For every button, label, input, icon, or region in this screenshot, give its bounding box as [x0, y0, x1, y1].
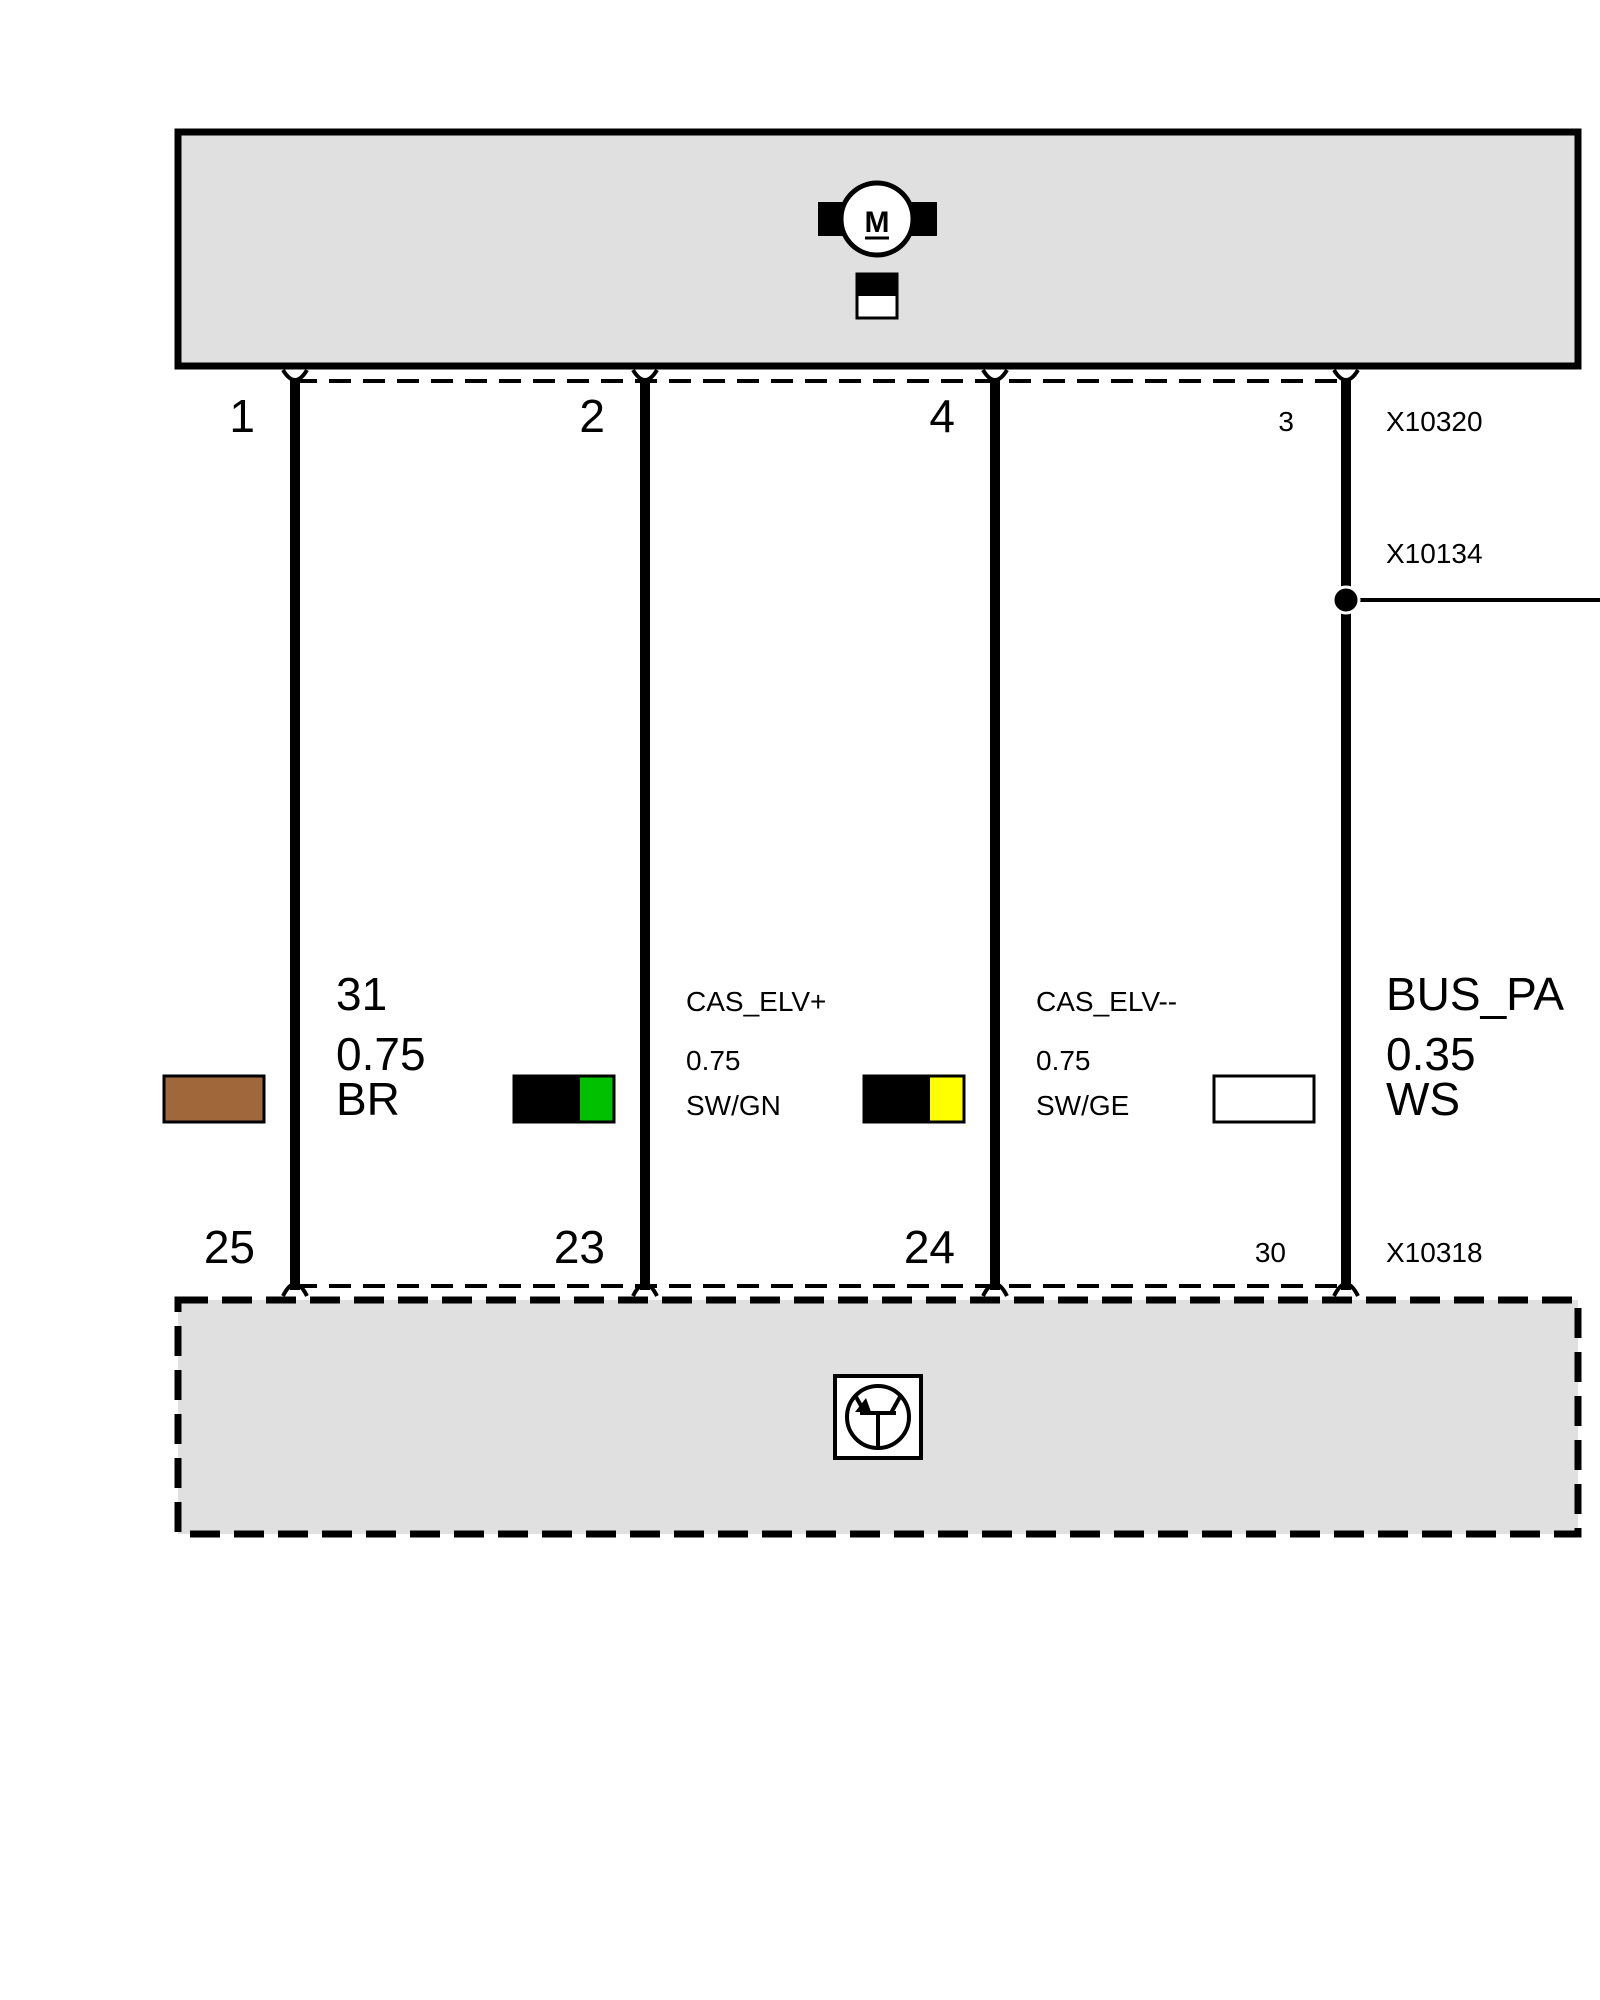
- splice-x10134: [1331, 585, 1600, 615]
- wire-4: [1332, 368, 1360, 1297]
- pin-top-1: 1: [229, 390, 255, 442]
- wire-1-color-swatch: [162, 1074, 266, 1124]
- pin-top-4: 4: [929, 390, 955, 442]
- motor-icon: M: [818, 180, 937, 258]
- pin-bottom-30: 30: [1255, 1237, 1286, 1268]
- pin-bottom-25: 25: [204, 1221, 255, 1273]
- wire-4-gauge: 0.35: [1386, 1028, 1476, 1080]
- connector-id-bottom: X10318: [1386, 1237, 1483, 1268]
- wire-3: [981, 368, 1009, 1297]
- wire-4-color-code: WS: [1386, 1073, 1460, 1125]
- wire-3-color-code: SW/GE: [1036, 1090, 1129, 1121]
- wire-1: [281, 368, 309, 1297]
- connector-id-top: X10320: [1386, 406, 1483, 437]
- wire-3-color-swatch: [862, 1074, 966, 1124]
- wire-4-color-swatch: [1212, 1074, 1316, 1124]
- svg-text:M: M: [865, 206, 890, 239]
- motor-module: M: [174, 128, 1582, 370]
- wire-2-color-code: SW/GN: [686, 1090, 781, 1121]
- wire-1-color-code: BR: [336, 1073, 400, 1125]
- transistor-icon: [833, 1374, 923, 1460]
- ground-symbol-icon: [855, 272, 899, 320]
- wire-3-gauge: 0.75: [1036, 1045, 1091, 1076]
- pin-top-2: 2: [579, 390, 605, 442]
- wire-2-signal: CAS_ELV+: [686, 986, 826, 1017]
- connector-id-splice: X10134: [1386, 538, 1483, 569]
- wire-3-signal: CAS_ELV--: [1036, 986, 1177, 1017]
- pin-top-3: 3: [1278, 406, 1294, 437]
- pin-bottom-24: 24: [904, 1221, 955, 1273]
- control-unit: [174, 1296, 1582, 1538]
- wire-2-gauge: 0.75: [686, 1045, 741, 1076]
- wire-1-signal: 31: [336, 968, 387, 1020]
- wire-2-color-swatch: [512, 1074, 616, 1124]
- wire-2: [631, 368, 659, 1297]
- pin-bottom-23: 23: [554, 1221, 605, 1273]
- wire-1-gauge: 0.75: [336, 1028, 426, 1080]
- wire-4-signal: BUS_PA: [1386, 968, 1564, 1020]
